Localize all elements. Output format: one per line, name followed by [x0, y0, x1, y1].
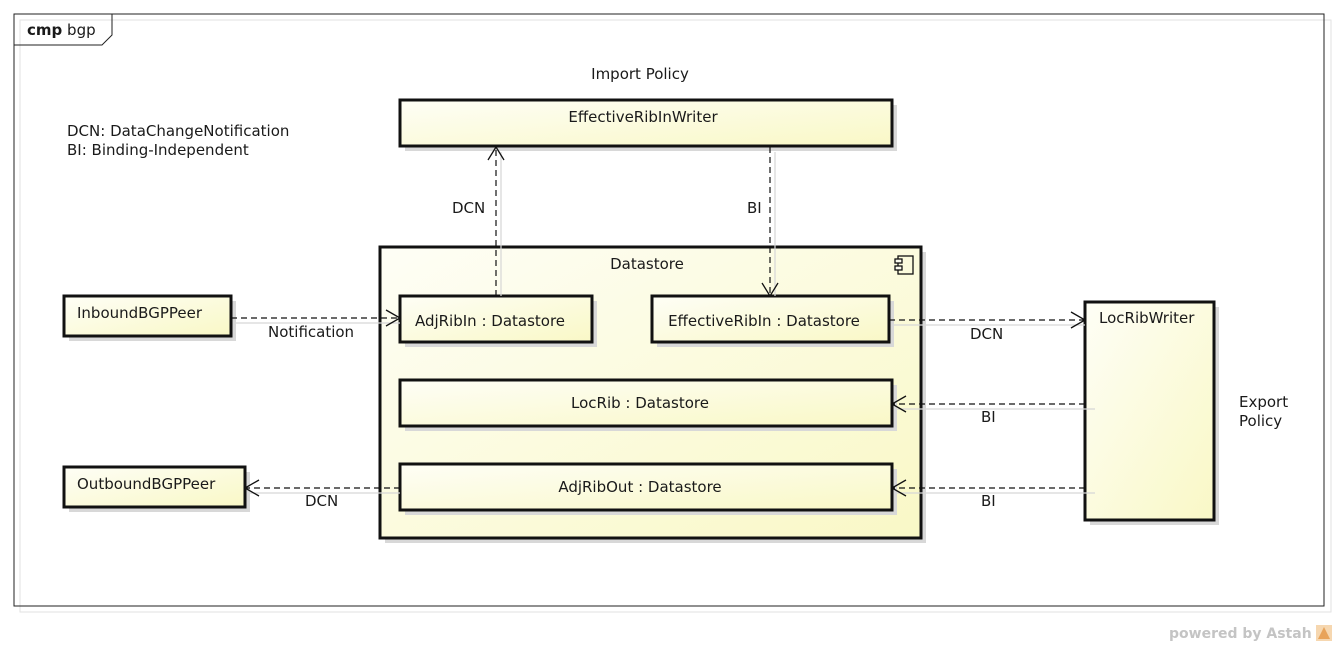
connector-writer-to-effectiveribin — [761, 147, 779, 298]
arrowhead-icon — [243, 479, 260, 497]
connector-label-dcn-up: DCN — [452, 199, 485, 217]
arrowhead-icon — [890, 395, 907, 413]
connector-inbound-to-adjribin — [231, 309, 402, 327]
connector-label-dcn-left: DCN — [305, 492, 338, 510]
diagram-frame — [13, 13, 1325, 607]
connector-adjribin-to-writer — [487, 145, 505, 296]
adj-rib-out-label: AdjRibOut : Datastore — [558, 478, 721, 496]
inbound-bgp-peer-component[interactable]: InboundBGPPeer — [62, 294, 236, 341]
datastore-label: Datastore — [610, 255, 684, 273]
connector-label-bi-adjribout: BI — [981, 492, 996, 510]
arrowhead-icon — [487, 145, 505, 161]
effective-rib-in-writer-component[interactable]: EffectiveRibInWriter — [398, 98, 897, 151]
effective-rib-in-component[interactable]: EffectiveRibIn : Datastore — [650, 294, 894, 347]
export-policy-note-line1: Export — [1239, 393, 1288, 411]
frame-title: cmp bgp — [27, 21, 96, 39]
effective-rib-in-writer-label: EffectiveRibInWriter — [568, 108, 718, 126]
arrowhead-icon — [1070, 311, 1087, 329]
adj-rib-out-component[interactable]: AdjRibOut : Datastore — [398, 462, 897, 515]
effective-rib-in-label: EffectiveRibIn : Datastore — [668, 312, 860, 330]
connector-label-notification: Notification — [268, 323, 354, 341]
legend-bi: BI: Binding-Independent — [67, 141, 249, 159]
frame-shadow — [19, 19, 1332, 613]
astah-logo-icon — [1316, 625, 1332, 641]
component-icon — [894, 255, 914, 275]
adj-rib-in-component[interactable]: AdjRibIn : Datastore — [398, 294, 597, 347]
legend-dcn: DCN: DataChangeNotification — [67, 122, 289, 140]
export-policy-note-line2: Policy — [1239, 412, 1282, 430]
connector-label-bi-down: BI — [747, 199, 762, 217]
loc-rib-writer-label: LocRibWriter — [1099, 309, 1195, 327]
loc-rib-writer-component[interactable]: LocRibWriter — [1083, 300, 1219, 525]
arrowhead-icon — [761, 282, 779, 298]
loc-rib-component[interactable]: LocRib : Datastore — [398, 378, 897, 431]
outbound-bgp-peer-label: OutboundBGPPeer — [77, 475, 216, 493]
outbound-bgp-peer-component[interactable]: OutboundBGPPeer — [62, 465, 250, 512]
loc-rib-label: LocRib : Datastore — [571, 394, 709, 412]
frame-tab — [14, 14, 113, 46]
powered-by-watermark: powered by Astah — [1169, 626, 1312, 642]
inbound-bgp-peer-label: InboundBGPPeer — [77, 304, 203, 322]
connector-effectiveribin-to-locribwriter — [889, 311, 1087, 329]
connector-label-bi-locrib: BI — [981, 408, 996, 426]
connector-locribwriter-to-locrib — [890, 395, 1095, 413]
connector-adjribout-to-outbound — [243, 479, 400, 497]
arrowhead-icon — [385, 309, 402, 327]
connector-label-dcn-right: DCN — [970, 325, 1003, 343]
adj-rib-in-label: AdjRibIn : Datastore — [415, 312, 565, 330]
import-policy-note: Import Policy — [591, 65, 689, 83]
connector-locribwriter-to-adjribout — [890, 479, 1095, 497]
arrowhead-icon — [890, 479, 907, 497]
